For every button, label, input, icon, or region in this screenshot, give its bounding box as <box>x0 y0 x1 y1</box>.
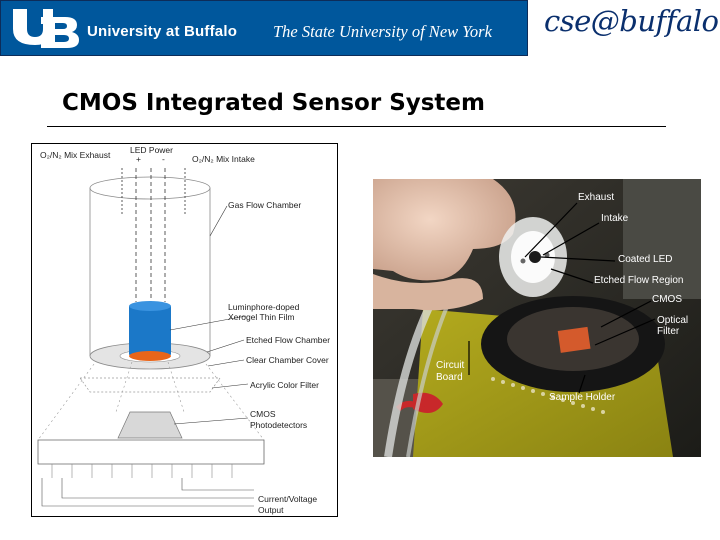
label-led-minus: - <box>162 154 165 164</box>
photo-label-etched-flow-region: Etched Flow Region <box>594 275 684 286</box>
header-banner: University at Buffalo The State Universi… <box>0 0 720 56</box>
label-led-plus: + <box>136 154 141 164</box>
label-gas-flow-chamber: Gas Flow Chamber <box>228 200 302 210</box>
title-divider <box>47 126 666 127</box>
photo-label-intake: Intake <box>601 213 629 224</box>
label-clear-chamber-cover: Clear Chamber Cover <box>246 355 329 365</box>
photo-label-cmos: CMOS <box>652 294 682 305</box>
university-tagline: The State University of New York <box>273 22 492 41</box>
label-acrylic-color-filter: Acrylic Color Filter <box>250 380 319 390</box>
photo-label-optical-line2: Filter <box>657 326 680 337</box>
label-etched-flow-chamber: Etched Flow Chamber <box>246 335 331 345</box>
photo-label-optical-line1: Optical <box>657 315 689 326</box>
label-xerogel-line2: Xerogel Thin Film <box>228 312 295 322</box>
label-intake: O₂/N₂ Mix Intake <box>192 154 255 164</box>
ub-logo-icon <box>13 9 79 48</box>
cse-logo: cse@buffalo <box>530 0 720 56</box>
photo-label-circuit-line1: Circuit <box>436 360 465 371</box>
label-xerogel-line1: Luminphore-doped <box>228 302 300 312</box>
label-current-voltage-line2: Output <box>258 505 284 515</box>
cse-logo-text: cse@buffalo <box>544 4 719 38</box>
label-cmos-line1: CMOS <box>250 409 276 419</box>
sensor-photo-illustration <box>373 179 701 457</box>
sensor-diagram: O₂/N₂ Mix Exhaust LED Power + - O₂/N₂ Mi… <box>31 143 338 517</box>
photo-label-sample-holder: Sample Holder <box>549 392 616 403</box>
label-led-power: LED Power <box>130 145 173 155</box>
sensor-diagram-drawing <box>37 168 265 507</box>
university-bar: University at Buffalo The State Universi… <box>0 0 528 56</box>
label-exhaust: O₂/N₂ Mix Exhaust <box>40 150 111 160</box>
photo-label-circuit-line2: Board <box>436 372 463 383</box>
photo-label-exhaust: Exhaust <box>578 192 615 203</box>
sensor-photo: Exhaust Intake Coated LED Etched Flow Re… <box>373 179 701 457</box>
university-name: University at Buffalo <box>87 23 238 40</box>
photo-label-coated-led: Coated LED <box>618 254 673 265</box>
page-title: CMOS Integrated Sensor System <box>62 90 485 116</box>
label-current-voltage-line1: Current/Voltage <box>258 494 318 504</box>
label-cmos-line2: Photodetectors <box>250 420 308 430</box>
